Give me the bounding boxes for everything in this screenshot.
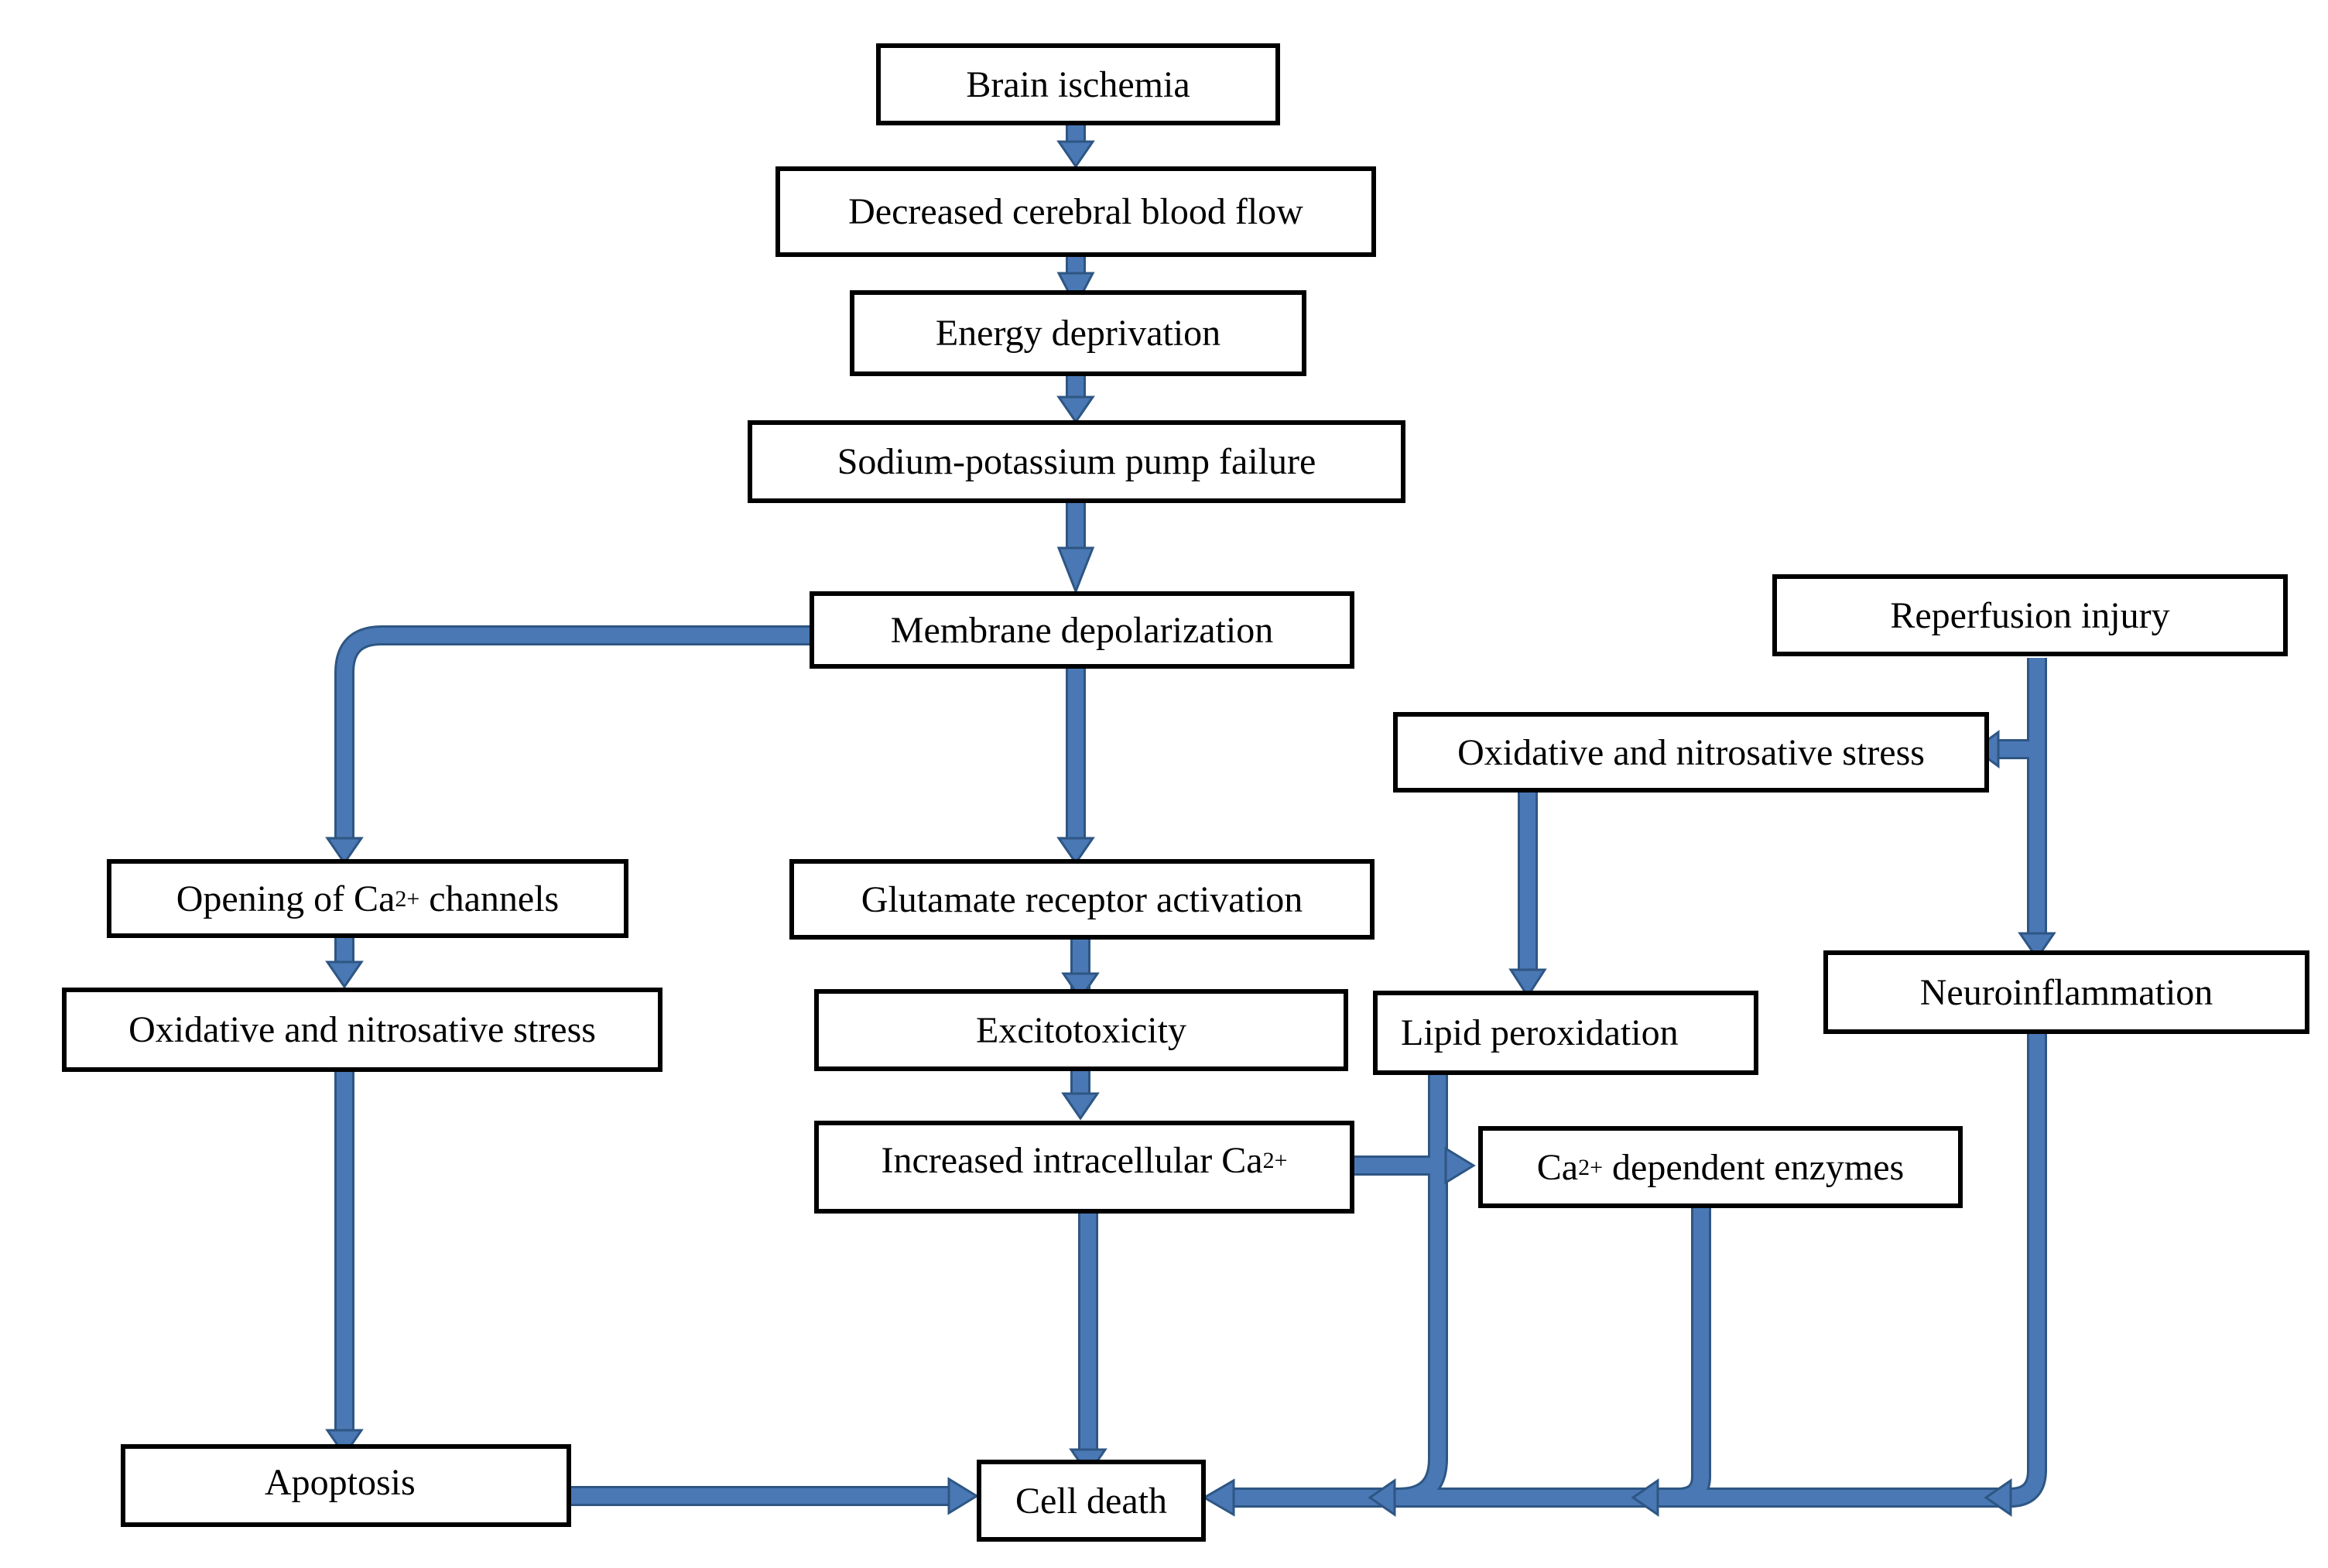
node-neuroinflammation: Neuroinflammation [1823,950,2309,1034]
node-label: Brain ischemia [966,63,1190,105]
label-part: Increased intracellular Ca [881,1140,1263,1181]
node-label: Apoptosis [265,1462,416,1503]
node-oxidative-stress-left: Oxidative and nitrosative stress [62,988,662,1072]
node-opening-of-ca-channels: Opening of Ca2+ channels [107,859,628,938]
node-ca-dependent-enzymes: Ca2+ dependent enzymes [1478,1126,1963,1208]
node-oxidative-stress-right: Oxidative and nitrosative stress [1393,712,1989,793]
arrowhead-glutamate [1056,837,1095,865]
node-label: Oxidative and nitrosative stress [1457,731,1925,773]
arrowhead-lipid [1508,968,1547,998]
arrowhead-pump [1056,395,1095,424]
arrow-lipid-to-cell-death [1392,1075,1446,1505]
arrow-depolarization-to-ca-channels [337,628,811,840]
node-energy-deprivation: Energy deprivation [850,290,1306,376]
arrowhead-enzymes-merge [1631,1478,1659,1517]
label-part: Ca [1536,1146,1579,1188]
node-apoptosis: Apoptosis [121,1444,571,1527]
arrow-enzymes-to-cell-death [1656,1208,1709,1505]
node-label: Ca2+ dependent enzymes [1537,1146,1904,1189]
node-glutamate-receptor-activation: Glutamate receptor activation [789,859,1375,940]
arrowhead-cell-death-right [1202,1478,1235,1517]
arrowhead-ca-channels [325,837,364,865]
arrowhead-cell-death-from-apoptosis [947,1477,979,1515]
node-label: Oxidative and nitrosative stress [128,1009,596,1050]
node-lipid-peroxidation: Lipid peroxidation [1373,991,1758,1075]
node-brain-ischemia: Brain ischemia [876,43,1280,125]
node-label: Opening of Ca2+ channels [176,878,559,920]
node-label: Sodium-potassium pump failure [837,441,1316,482]
arrowhead-neuroinflammation [2018,932,2056,960]
arrowhead-enzymes [1444,1146,1476,1185]
label-part: Opening of Ca [176,878,395,919]
node-cell-death: Cell death [977,1460,1206,1542]
node-sodium-potassium-pump-failure: Sodium-potassium pump failure [748,420,1405,503]
arrowhead-cbf [1056,140,1095,169]
node-membrane-depolarization: Membrane depolarization [810,591,1354,669]
superscript: 2+ [1578,1154,1604,1180]
node-label: Glutamate receptor activation [861,878,1303,920]
node-label: Decreased cerebral blood flow [848,191,1303,232]
arrowhead-oxidative-left [325,960,364,989]
arrowhead-energy [1056,272,1095,309]
node-label: Cell death [1015,1480,1167,1522]
node-label: Neuroinflammation [1919,971,2213,1013]
label-part: dependent enzymes [1603,1146,1905,1188]
node-reperfusion-injury: Reperfusion injury [1772,574,2288,656]
node-increased-intracellular-ca: Increased intracellular Ca2+ [814,1121,1354,1214]
arrowhead-lipid-merge [1368,1478,1396,1517]
arrowhead-neuro-merge [1984,1478,2012,1517]
superscript: 2+ [395,885,420,912]
node-label: Increased intracellular Ca2+ [882,1139,1288,1182]
node-label: Excitotoxicity [976,1009,1186,1051]
arrowhead-excitotoxicity [1061,972,1100,1001]
arrow-neuroinflammation-to-cell-death [1232,1034,2045,1505]
node-label: Reperfusion injury [1890,594,2170,636]
label-part: channels [419,878,560,919]
arrowhead-depolarization [1056,546,1095,595]
node-label: Lipid peroxidation [1401,1012,1679,1053]
node-label: Membrane depolarization [890,609,1274,651]
node-excitotoxicity: Excitotoxicity [814,989,1348,1071]
arrowhead-apoptosis [325,1429,364,1457]
superscript: 2+ [1262,1148,1288,1173]
arrowhead-intracellular-ca [1061,1092,1100,1121]
node-decreased-cerebral-blood-flow: Decreased cerebral blood flow [775,166,1376,257]
node-label: Energy deprivation [935,313,1221,354]
